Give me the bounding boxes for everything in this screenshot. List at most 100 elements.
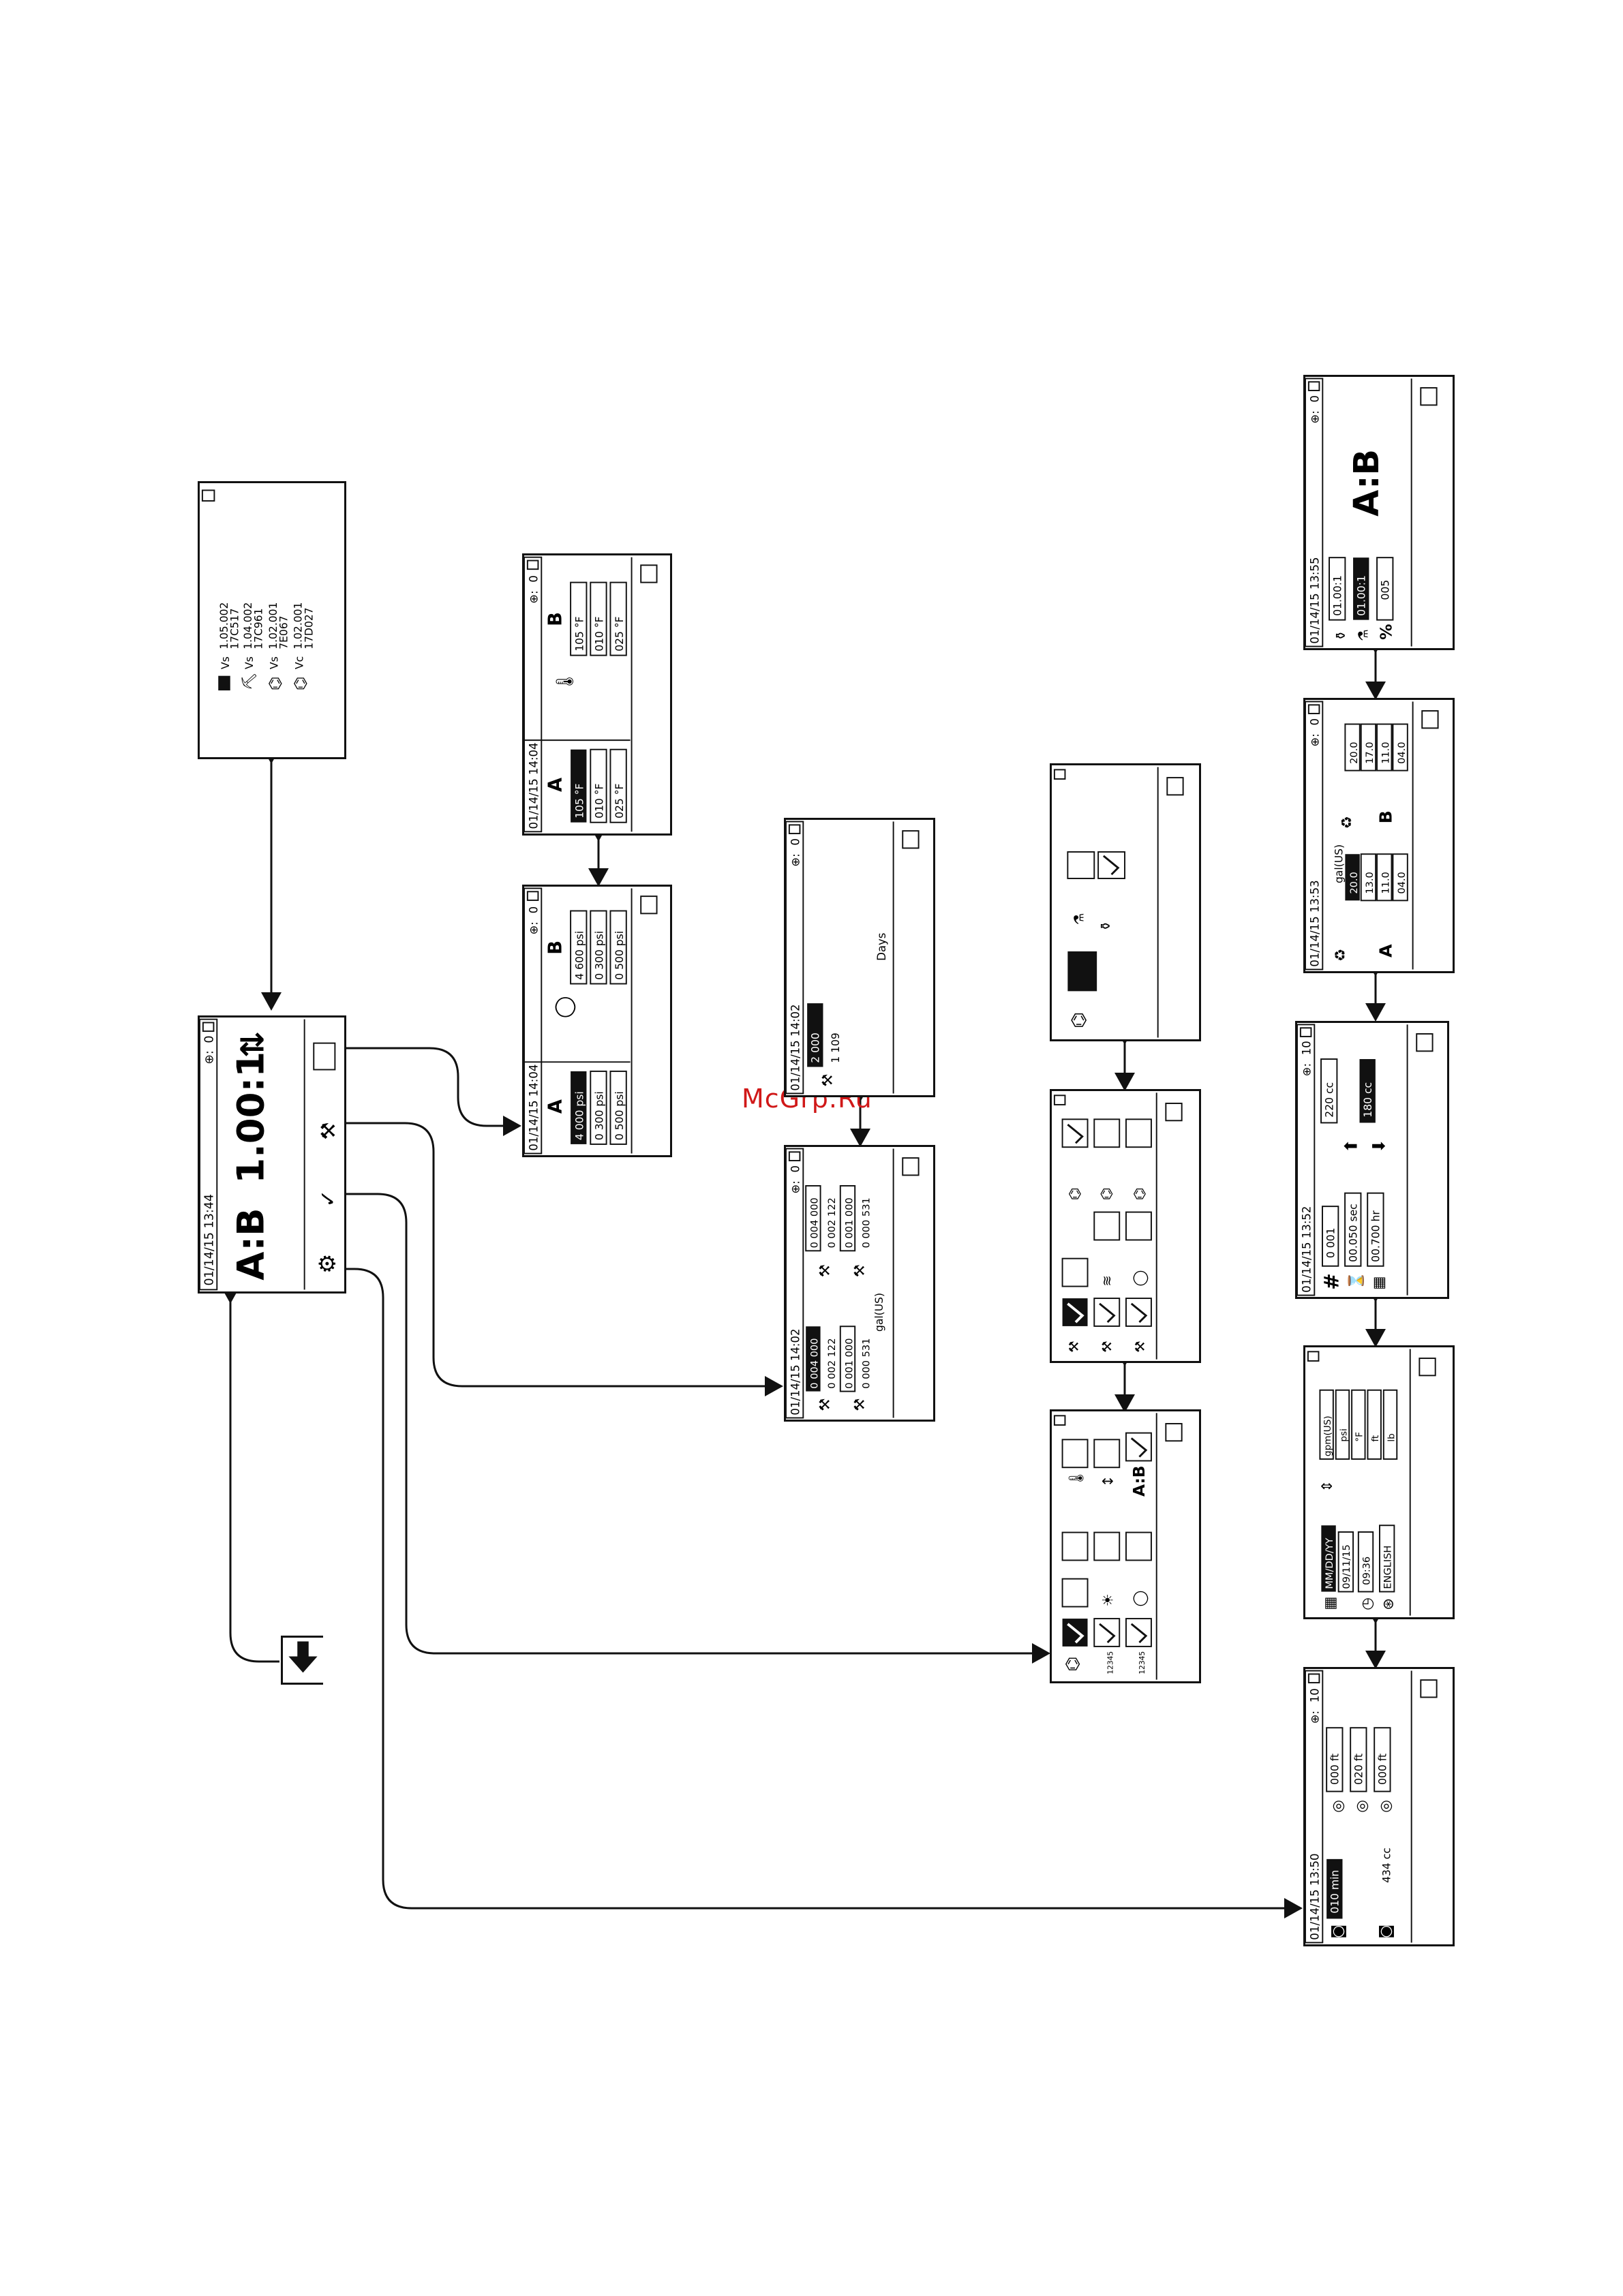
enter-icon[interactable] [1166, 777, 1184, 796]
enter-icon[interactable] [1420, 1679, 1438, 1698]
hose-length-field[interactable] [1326, 1727, 1344, 1792]
vol-b-field[interactable] [1376, 723, 1393, 771]
tile[interactable] [1125, 1432, 1152, 1462]
enter-icon[interactable] [1421, 710, 1439, 729]
vol-b-field[interactable] [1344, 723, 1361, 771]
pressure-b-field[interactable] [570, 910, 588, 985]
tile-selected[interactable] [1062, 1619, 1088, 1647]
percent-field[interactable] [1376, 557, 1394, 621]
clock-icon: ◯ [1132, 1270, 1149, 1287]
enter-icon[interactable] [1420, 387, 1438, 406]
side-a-label: A [1376, 944, 1395, 958]
maint-b-field[interactable] [839, 1184, 856, 1252]
calendar-icon: ▦ [1322, 1597, 1339, 1610]
pressure-a-field[interactable] [609, 1070, 627, 1145]
pressure-a-field[interactable] [571, 1071, 587, 1144]
pump-icon: ⚒ [1066, 1341, 1082, 1352]
value: 0 300 psi [594, 1091, 606, 1140]
page-icon [1307, 381, 1320, 391]
temp-b-field[interactable] [570, 581, 588, 656]
enter-icon[interactable] [1419, 1358, 1436, 1377]
count-field[interactable] [1322, 1206, 1339, 1267]
maint-a-field[interactable] [839, 1326, 856, 1392]
tile[interactable] [1067, 851, 1095, 879]
enter-icon[interactable] [640, 896, 658, 915]
check-icon[interactable]: ✓ [316, 1190, 340, 1208]
vol-b-field[interactable] [1359, 1059, 1376, 1123]
tile[interactable] [1097, 851, 1125, 879]
temp-b-field[interactable] [590, 581, 607, 656]
ratio-field-selected[interactable] [1353, 557, 1369, 620]
tile[interactable] [1061, 1578, 1089, 1608]
hose-length-field[interactable] [1350, 1727, 1367, 1792]
value: 00.050 sec [1348, 1204, 1360, 1262]
gauge-screen-icon[interactable] [313, 1042, 336, 1071]
temp-b-field[interactable] [609, 581, 627, 656]
vol-a-field[interactable] [1345, 854, 1360, 901]
date-format-field[interactable] [1321, 1525, 1336, 1592]
pressure-b-field[interactable] [609, 910, 627, 985]
vol-a-field[interactable] [1320, 1058, 1338, 1124]
tile[interactable] [1125, 1211, 1152, 1241]
temp-a-field[interactable] [609, 748, 627, 823]
vol-b-field[interactable] [1360, 723, 1377, 771]
tile[interactable] [1061, 1531, 1089, 1561]
vol-a-field[interactable] [1376, 853, 1393, 902]
wrench-icon[interactable]: ⚒ [316, 1122, 339, 1139]
return-box[interactable] [281, 1636, 323, 1685]
maint-b-field[interactable] [805, 1184, 821, 1252]
enter-icon[interactable] [902, 1157, 920, 1176]
hose-length-field[interactable] [1374, 1727, 1391, 1792]
tile[interactable] [1093, 1439, 1121, 1469]
tile[interactable] [1093, 1118, 1121, 1148]
ratio-field[interactable] [1329, 557, 1346, 621]
pressure-b-field[interactable] [590, 910, 607, 985]
enter-icon[interactable] [640, 564, 658, 583]
page-icon [202, 1022, 215, 1032]
enter-icon[interactable] [1165, 1103, 1183, 1122]
enter-icon[interactable] [902, 830, 920, 849]
time-field[interactable] [1326, 1858, 1343, 1919]
tile[interactable] [1093, 1211, 1121, 1241]
sun-icon: ☀ [1100, 1593, 1117, 1606]
tile[interactable] [1125, 1118, 1152, 1148]
hose-volume: 434 cc [1381, 1848, 1393, 1883]
tile[interactable] [1125, 1298, 1152, 1327]
tile[interactable] [1061, 1118, 1089, 1148]
tile[interactable] [1125, 1531, 1152, 1561]
unit-field[interactable] [1382, 1389, 1398, 1460]
tile[interactable] [1061, 1257, 1089, 1287]
vol-a-field[interactable] [1360, 853, 1377, 902]
days-field[interactable] [807, 1003, 823, 1067]
unit-field[interactable] [1335, 1389, 1350, 1460]
vol-a-field[interactable] [1392, 853, 1408, 902]
temp-a-field[interactable] [590, 748, 607, 823]
maint-a-field[interactable] [806, 1326, 821, 1392]
pressure-a-field[interactable] [590, 1070, 607, 1145]
unit-field[interactable] [1367, 1389, 1382, 1460]
tile[interactable] [1093, 1298, 1121, 1327]
tile[interactable] [1093, 1618, 1121, 1647]
ratio-setup-screen: 01/14/15 13:55 ⊕: 0 ⚱ 01.00:1 ⚗ 01.00:1 … [1303, 375, 1455, 650]
hours-field[interactable] [1367, 1192, 1384, 1267]
value: lb [1386, 1433, 1397, 1441]
tile[interactable] [1125, 1618, 1152, 1647]
gear-icon[interactable]: ⚙ [314, 1253, 340, 1274]
units-screen: ▦ MM/DD/YY 09/11/15 ◷ 09:36 ⊛ ENGLISH ⇕ … [1303, 1345, 1455, 1619]
unit-label: gal(US) [873, 1293, 885, 1332]
side-b-label: B [545, 940, 566, 955]
date-field[interactable] [1337, 1531, 1354, 1593]
tile[interactable] [1093, 1531, 1121, 1561]
enter-icon[interactable] [1416, 1033, 1434, 1052]
temp-a-field[interactable] [571, 749, 587, 823]
vol-b-field[interactable] [1392, 723, 1408, 771]
value: 0 001 [1325, 1228, 1337, 1259]
unit-field[interactable] [1319, 1389, 1334, 1460]
unit-field[interactable] [1351, 1389, 1366, 1460]
tile[interactable] [1061, 1439, 1089, 1469]
tile-selected[interactable] [1062, 1298, 1088, 1326]
time-field[interactable] [1357, 1531, 1374, 1593]
enter-icon[interactable] [1165, 1423, 1183, 1442]
language-field[interactable] [1379, 1525, 1395, 1593]
time-field[interactable] [1344, 1192, 1362, 1267]
